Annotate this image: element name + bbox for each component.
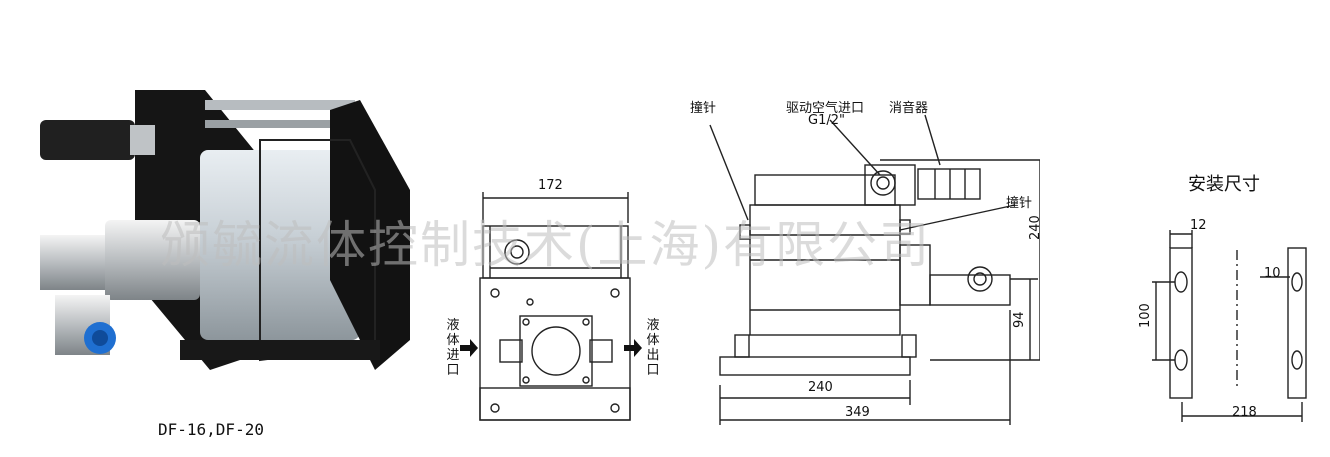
mount-spacing-dim: 100 bbox=[1138, 303, 1153, 328]
muffler-label: 消音器 bbox=[889, 101, 929, 116]
height-dim: 240 bbox=[1028, 215, 1043, 240]
striker-top-label: 撞针 bbox=[690, 101, 717, 116]
base-length-dim: 240 bbox=[808, 380, 833, 395]
liquid-outlet-label: 液体出口 bbox=[646, 318, 660, 378]
front-view-drawing bbox=[440, 178, 680, 428]
mount-drawing bbox=[1130, 210, 1320, 430]
mount-width-dim: 12 bbox=[1190, 218, 1207, 233]
mount-title: 安装尺寸 bbox=[1188, 174, 1260, 195]
air-inlet-label: 驱动空气进口 bbox=[786, 101, 865, 116]
mount-hole-dim: 10 bbox=[1264, 266, 1281, 281]
model-label: DF-16,DF-20 bbox=[158, 420, 264, 439]
liquid-inlet-label: 液体进口 bbox=[446, 318, 460, 378]
overall-length-dim: 349 bbox=[845, 405, 870, 420]
air-inlet-thread: G1/2" bbox=[808, 113, 845, 128]
product-photo bbox=[30, 80, 420, 400]
side-view-drawing bbox=[680, 95, 1040, 430]
port-height-dim: 94 bbox=[1012, 311, 1027, 328]
mount-span-dim: 218 bbox=[1232, 405, 1257, 420]
front-width-dim: 172 bbox=[538, 178, 563, 193]
striker-right-label: 撞针 bbox=[1006, 196, 1033, 211]
